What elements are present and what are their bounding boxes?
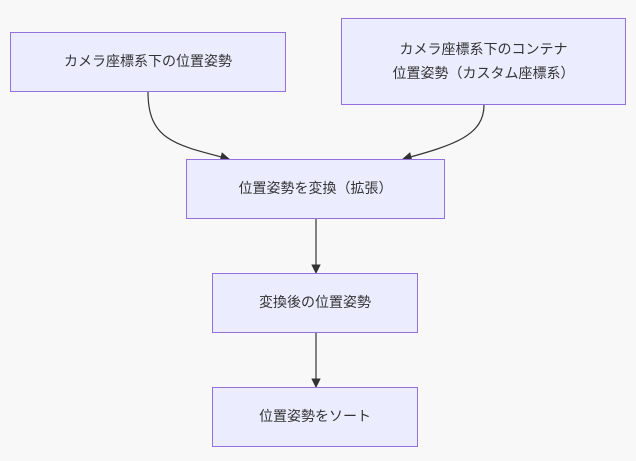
node-camera-pose: カメラ座標系下の位置姿勢	[10, 32, 286, 92]
node-sort-pose-label: 位置姿勢をソート	[259, 409, 371, 425]
node-sort-pose: 位置姿勢をソート	[212, 387, 418, 447]
node-transform-pose-label: 位置姿勢を変換（拡張）	[238, 181, 393, 197]
node-container-pose-label-line2: 位置姿勢（カスタム座標系）	[392, 65, 575, 82]
node-transform-pose: 位置姿勢を変換（拡張）	[186, 159, 445, 219]
node-container-pose: カメラ座標系下のコンテナ 位置姿勢（カスタム座標系）	[341, 18, 626, 105]
edge-container-pose-to-transform	[402, 104, 485, 162]
node-camera-pose-label: カメラ座標系下の位置姿勢	[64, 54, 232, 70]
node-transformed-pose: 変換後の位置姿勢	[212, 273, 418, 333]
node-transformed-pose-label: 変換後の位置姿勢	[259, 295, 371, 311]
edge-camera-pose-to-transform	[147, 91, 230, 162]
node-container-pose-label-line1: カメラ座標系下のコンテナ	[399, 41, 568, 58]
